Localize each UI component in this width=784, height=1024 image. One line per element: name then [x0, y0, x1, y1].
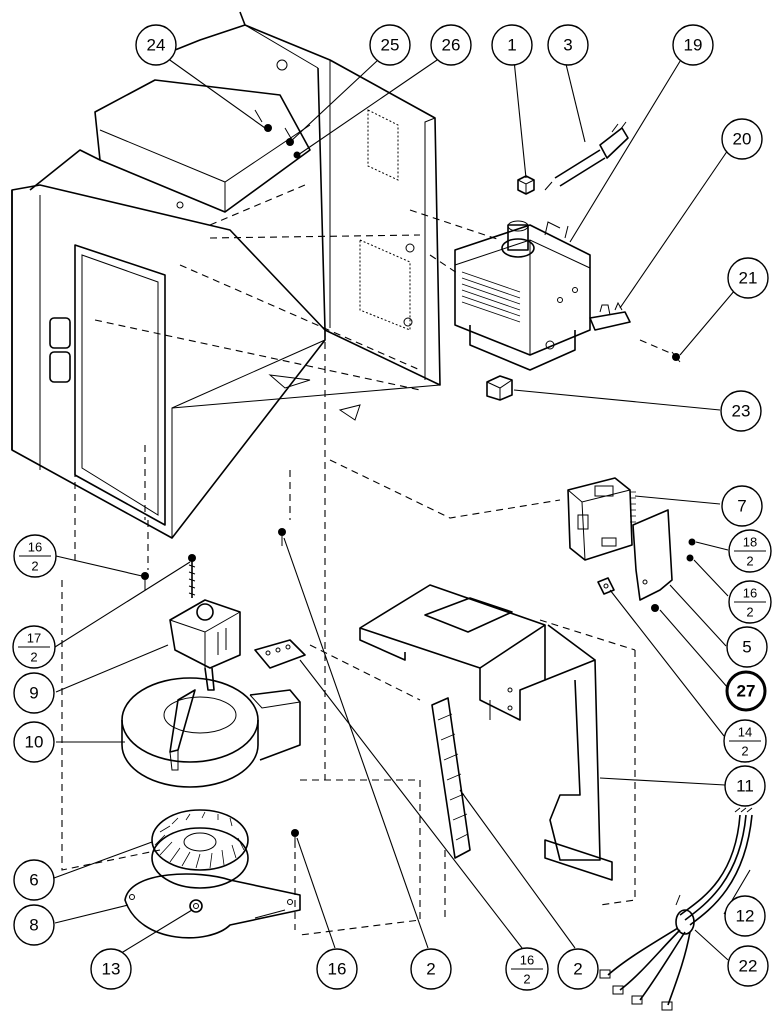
- callout-label: 21: [739, 269, 758, 288]
- callout-17-2: 17 2: [12, 625, 56, 669]
- callout-label: 20: [733, 130, 752, 149]
- callout-2-right: 2: [557, 948, 599, 990]
- fan-motor: [169, 599, 241, 691]
- callout-16-2-bottom: 16 2: [505, 947, 549, 991]
- callout-label: 9: [29, 684, 38, 703]
- callout-18-2: 18 2: [728, 529, 772, 573]
- top-screws: [254, 109, 301, 159]
- cabinet-chassis: [11, 11, 441, 539]
- callout-denominator: 2: [31, 559, 38, 574]
- callout-label: 11: [736, 777, 754, 796]
- callout-label: 5: [742, 638, 751, 657]
- long-screw: [188, 554, 196, 598]
- power-cord-plug: [544, 121, 629, 191]
- callout-16-2-right: 16 2: [728, 580, 772, 624]
- callout-label: 3: [563, 36, 572, 55]
- callout-7: 7: [721, 485, 763, 527]
- callout-6: 6: [13, 859, 55, 901]
- callout-label: 2: [426, 960, 435, 979]
- thermal-cutout: [486, 375, 513, 401]
- callout-label: 2: [573, 960, 582, 979]
- callout-2-left: 2: [410, 948, 452, 990]
- callout-label: 10: [25, 733, 44, 752]
- pcb-board: [632, 509, 673, 601]
- callout-3: 3: [547, 24, 589, 66]
- callout-19: 19: [672, 24, 714, 66]
- screw-bottom: [291, 829, 299, 848]
- screw-left: [141, 572, 149, 590]
- callout-label: 27: [737, 682, 756, 701]
- cap-1: [517, 175, 535, 195]
- blower-housing: [121, 677, 301, 788]
- callout-denominator: 2: [741, 744, 748, 759]
- callout-label: 16: [328, 960, 347, 979]
- callout-label: 25: [381, 36, 400, 55]
- callout-1: 1: [491, 24, 533, 66]
- callout-23: 23: [720, 390, 762, 432]
- callout-label: 1: [507, 36, 516, 55]
- callout-12: 12: [724, 895, 766, 937]
- callout-numerator: 16: [28, 540, 42, 555]
- callout-14-2: 14 2: [723, 719, 767, 763]
- callout-9: 9: [13, 672, 55, 714]
- callout-numerator: 16: [743, 586, 757, 601]
- fan-wheel: [151, 809, 249, 889]
- callout-20: 20: [721, 118, 763, 160]
- callout-denominator: 2: [746, 605, 753, 620]
- callout-22: 22: [727, 945, 769, 987]
- callout-26: 26: [430, 24, 472, 66]
- callout-denominator: 2: [30, 650, 37, 665]
- callout-16-bottom: 16: [316, 948, 358, 990]
- callout-label: 26: [442, 36, 461, 55]
- callout-label: 8: [29, 916, 38, 935]
- callout-label: 23: [732, 402, 751, 421]
- screw-21: [671, 351, 681, 363]
- callout-label: 12: [736, 907, 755, 926]
- callout-label: 6: [29, 871, 38, 890]
- callout-numerator: 16: [520, 953, 534, 968]
- callout-label: 19: [684, 36, 703, 55]
- magnetron: [454, 220, 591, 371]
- callout-13: 13: [90, 948, 132, 990]
- callout-27: 27: [725, 670, 767, 712]
- callout-label: 13: [102, 960, 121, 979]
- terminal-strip: [254, 639, 306, 669]
- callout-11: 11: [724, 765, 766, 807]
- screw-middle: [278, 528, 286, 546]
- small-fasteners: [597, 538, 696, 612]
- callout-25: 25: [369, 24, 411, 66]
- callout-5: 5: [726, 626, 768, 668]
- callout-24: 24: [135, 24, 177, 66]
- wire-harness: [599, 807, 753, 1011]
- callout-label: 7: [737, 497, 746, 516]
- callout-21: 21: [727, 257, 769, 299]
- vent-strip: [431, 697, 471, 859]
- callout-16-2-left: 16 2: [13, 534, 57, 578]
- callout-denominator: 2: [523, 972, 530, 987]
- leader-lines: [53, 57, 751, 961]
- callout-denominator: 2: [746, 554, 753, 569]
- callout-numerator: 14: [738, 725, 752, 740]
- callout-numerator: 17: [27, 631, 41, 646]
- base-plate: [124, 873, 301, 939]
- callout-label: 22: [739, 957, 758, 976]
- control-board: [567, 477, 636, 561]
- callout-8: 8: [13, 904, 55, 946]
- callout-label: 24: [147, 36, 166, 55]
- callout-numerator: 18: [743, 535, 757, 550]
- magnetron-bracket: [589, 301, 631, 331]
- callout-10: 10: [13, 721, 55, 763]
- air-duct: [359, 584, 613, 881]
- assembly-lines: [61, 184, 676, 936]
